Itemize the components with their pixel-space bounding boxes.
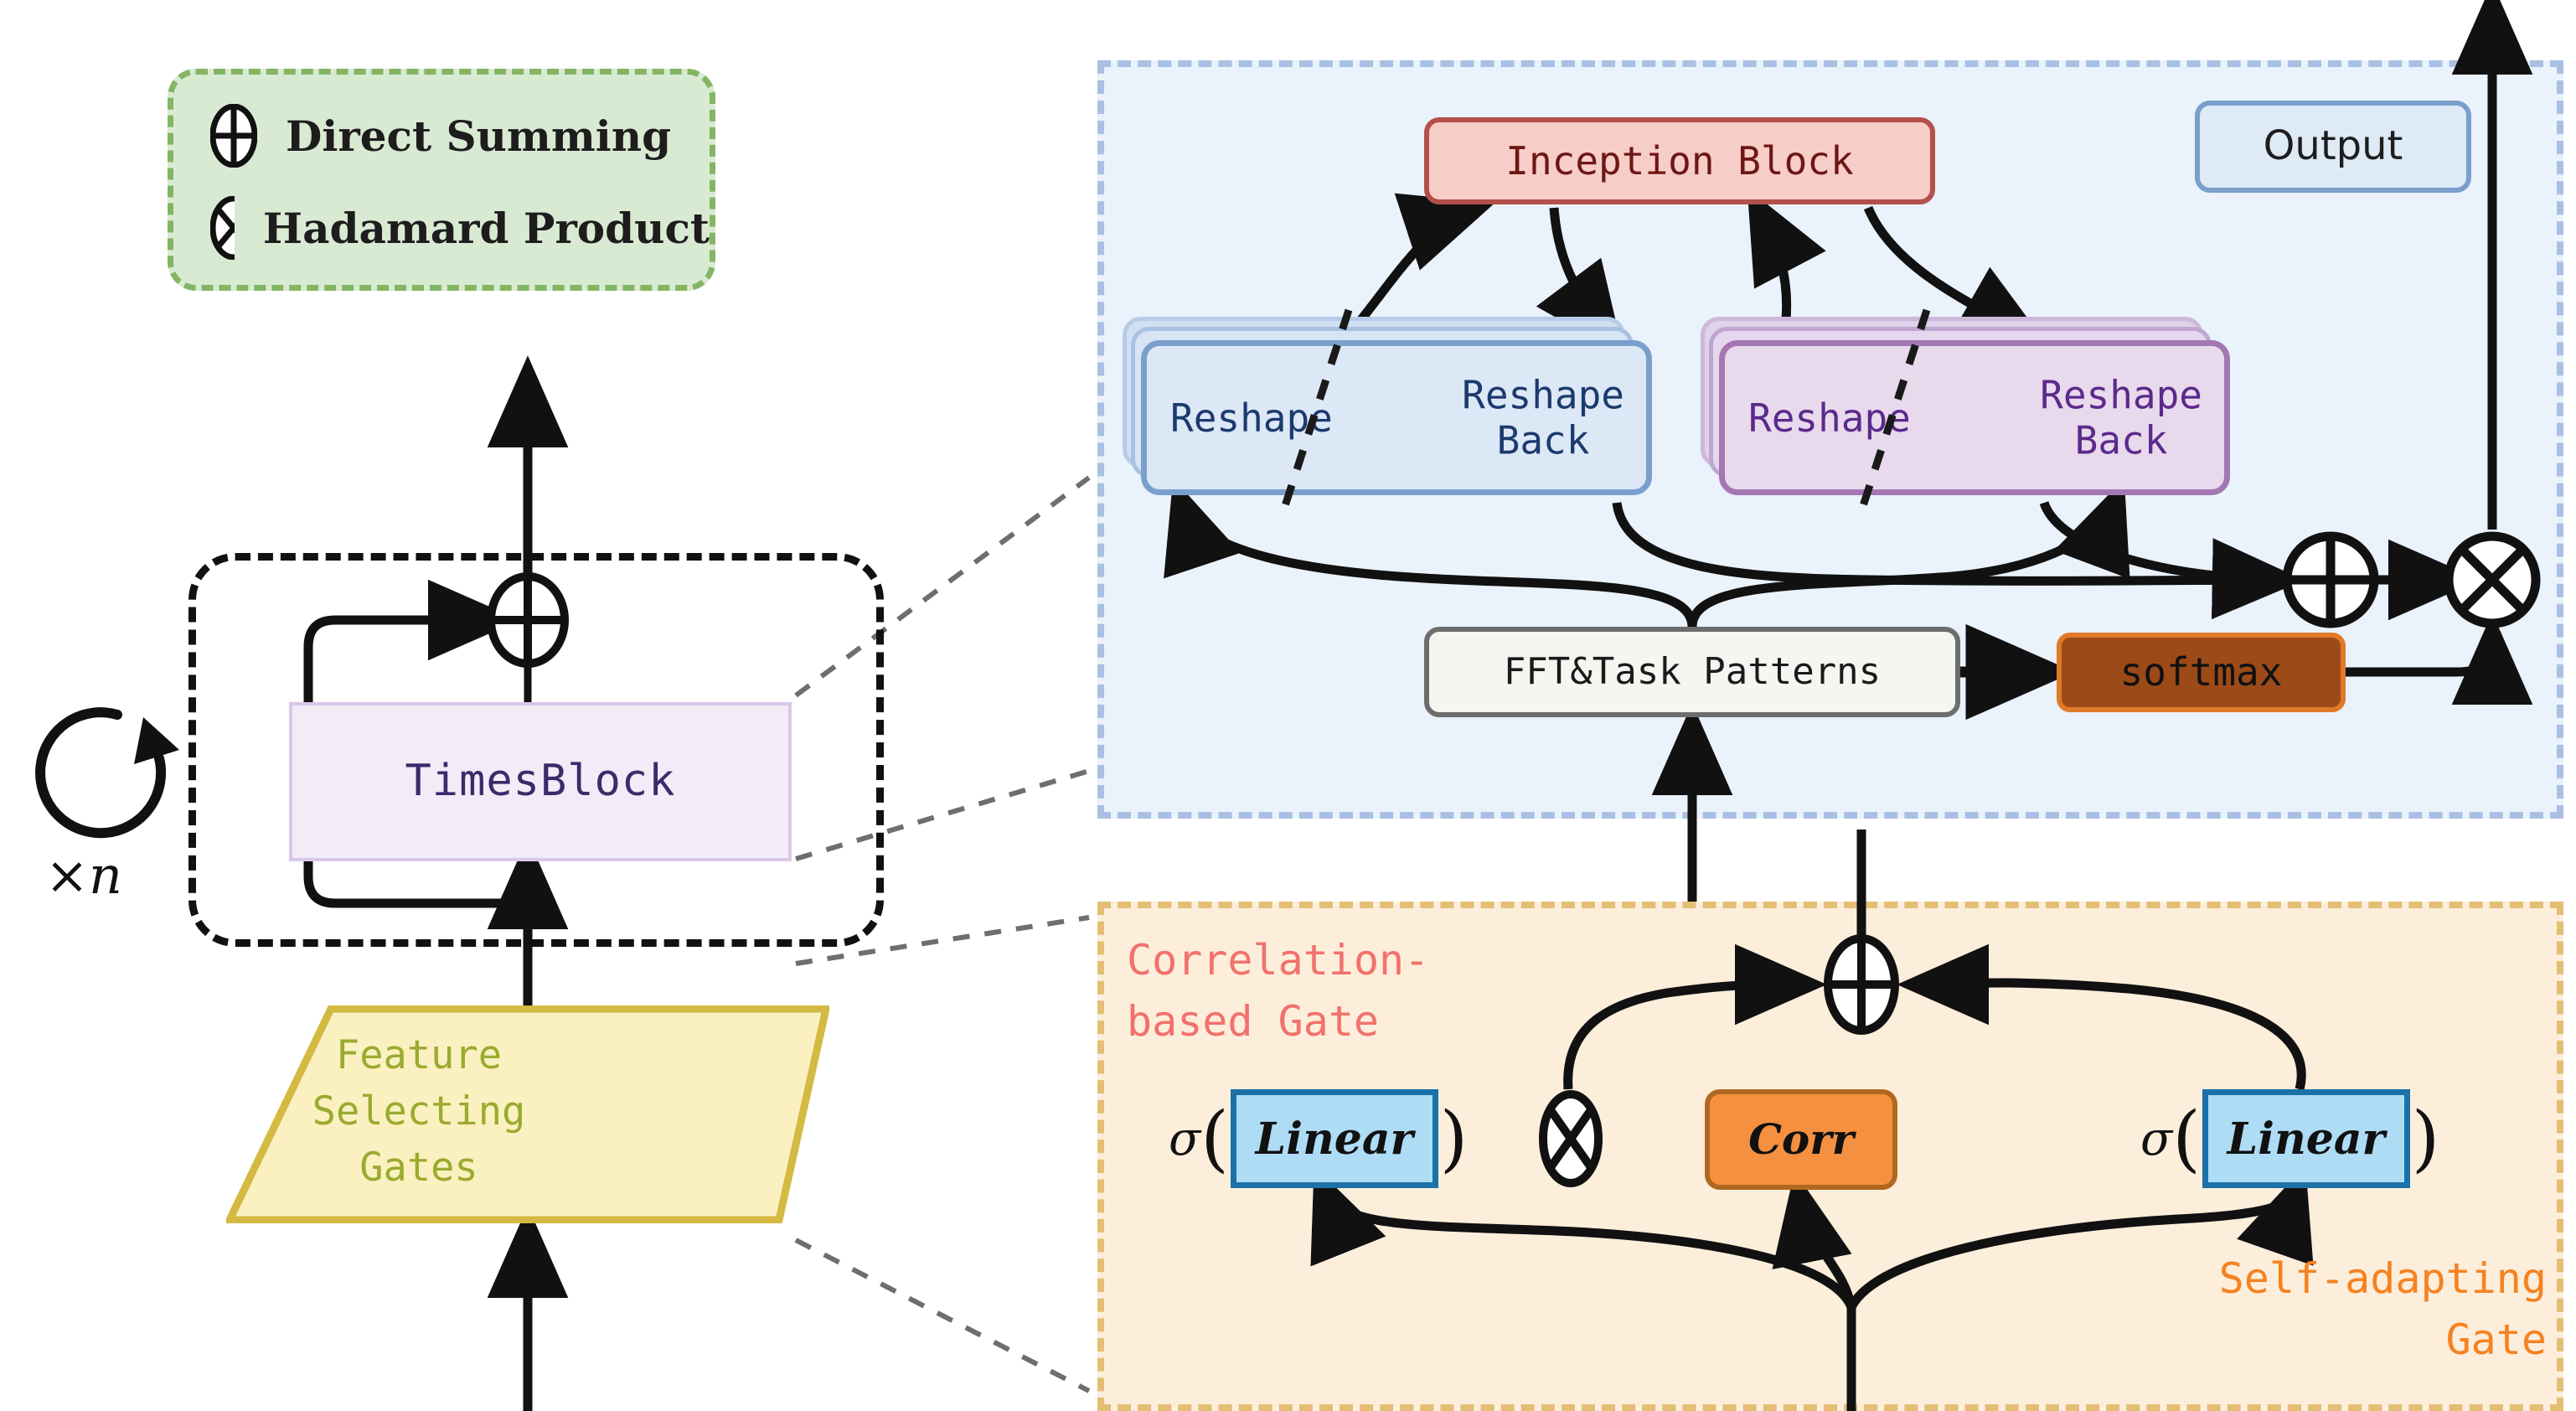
fsg-line-3: Gates bbox=[359, 1144, 478, 1191]
timesblock-node[interactable]: TimesBlock bbox=[289, 702, 792, 861]
left-sigma-symbol: σ bbox=[1169, 1111, 1201, 1166]
corr-node[interactable]: Corr bbox=[1705, 1089, 1897, 1190]
corr-label: Corr bbox=[1748, 1114, 1854, 1165]
left-paren-open: ( bbox=[1200, 1096, 1229, 1181]
reshape-purple-right-line1: Reshape bbox=[2040, 372, 2202, 418]
circle-times-icon-blue-panel bbox=[2444, 531, 2541, 628]
left-linear-node[interactable]: Linear bbox=[1230, 1089, 1438, 1188]
circle-times-icon bbox=[210, 196, 235, 260]
timesblock-label: TimesBlock bbox=[405, 756, 676, 807]
reshape-blue-node[interactable]: Reshape Reshape Back bbox=[1141, 340, 1652, 495]
circle-plus-icon bbox=[210, 104, 257, 168]
reshape-blue-right-label: Reshape Back bbox=[1462, 372, 1624, 463]
repeat-count-text: ×n bbox=[45, 845, 122, 907]
reshape-stack-blue[interactable]: Reshape Reshape Back bbox=[1123, 308, 1659, 518]
fsg-line-1: Feature bbox=[335, 1032, 503, 1079]
left-linear-label: Linear bbox=[1255, 1113, 1413, 1165]
fft-task-patterns-label: FFT&Task Patterns bbox=[1503, 649, 1882, 693]
reshape-blue-right-line2: Back bbox=[1496, 417, 1590, 463]
feature-selecting-gates-shape[interactable] bbox=[226, 1005, 829, 1223]
left-sigma-linear-group[interactable]: σ ( Linear ) bbox=[1169, 1089, 1468, 1188]
circle-plus-icon-blue-panel bbox=[2282, 531, 2379, 628]
self-adapting-gate-label: Self-adapting Gate bbox=[2111, 1248, 2547, 1370]
softmax-label: softmax bbox=[2119, 649, 2283, 695]
legend-label-direct-summing: Direct Summing bbox=[286, 111, 672, 161]
right-paren-open: ( bbox=[2172, 1096, 2201, 1181]
inception-block-node[interactable]: Inception Block bbox=[1424, 117, 1935, 204]
reshape-purple-node[interactable]: Reshape Reshape Back bbox=[1719, 340, 2230, 495]
legend-item-hadamard-product: Hadamard Product bbox=[173, 182, 710, 274]
right-linear-node[interactable]: Linear bbox=[2202, 1089, 2410, 1188]
right-sigma-linear-group[interactable]: σ ( Linear ) bbox=[2140, 1089, 2439, 1188]
output-node[interactable]: Output bbox=[2195, 101, 2471, 193]
feature-selecting-gates-label: Feature Selecting Gates bbox=[243, 1010, 595, 1215]
self-adapting-gate-label-line1: Self-adapting bbox=[2218, 1254, 2547, 1303]
circle-plus-icon-orange-panel bbox=[1824, 934, 1899, 1035]
reshape-purple-right-line2: Back bbox=[2074, 417, 2168, 463]
reshape-stack-purple[interactable]: Reshape Reshape Back bbox=[1701, 308, 2237, 518]
softmax-node[interactable]: softmax bbox=[2057, 633, 2346, 712]
inception-block-label: Inception Block bbox=[1505, 137, 1854, 183]
right-linear-label: Linear bbox=[2227, 1113, 2385, 1165]
output-label: Output bbox=[2263, 122, 2403, 170]
repeat-count-label: ×n bbox=[8, 838, 159, 913]
correlation-gate-label: Correlation- based Gate bbox=[1127, 930, 1562, 1052]
reshape-blue-right-line1: Reshape bbox=[1462, 372, 1624, 418]
reshape-blue-divider-icon bbox=[1278, 308, 1353, 518]
correlation-gate-label-line2: based Gate bbox=[1127, 996, 1380, 1046]
left-paren-close: ) bbox=[1439, 1096, 1469, 1181]
legend-box: Direct Summing Hadamard Product bbox=[168, 69, 715, 291]
fsg-line-2: Selecting bbox=[312, 1088, 526, 1135]
legend-label-hadamard-product: Hadamard Product bbox=[262, 203, 710, 253]
reshape-purple-divider-icon bbox=[1856, 308, 1931, 518]
right-paren-close: ) bbox=[2411, 1096, 2440, 1181]
self-adapting-gate-label-line2: Gate bbox=[2445, 1315, 2547, 1364]
fft-task-patterns-node[interactable]: FFT&Task Patterns bbox=[1424, 627, 1960, 717]
reshape-purple-right-label: Reshape Back bbox=[2040, 372, 2202, 463]
legend-item-direct-summing: Direct Summing bbox=[173, 75, 710, 182]
correlation-gate-label-line1: Correlation- bbox=[1127, 936, 1430, 985]
circle-plus-icon-residual bbox=[487, 572, 569, 668]
right-sigma-symbol: σ bbox=[2140, 1111, 2173, 1166]
circle-times-icon-orange-panel bbox=[1539, 1090, 1603, 1187]
timesblock-repeat-container bbox=[188, 553, 884, 947]
